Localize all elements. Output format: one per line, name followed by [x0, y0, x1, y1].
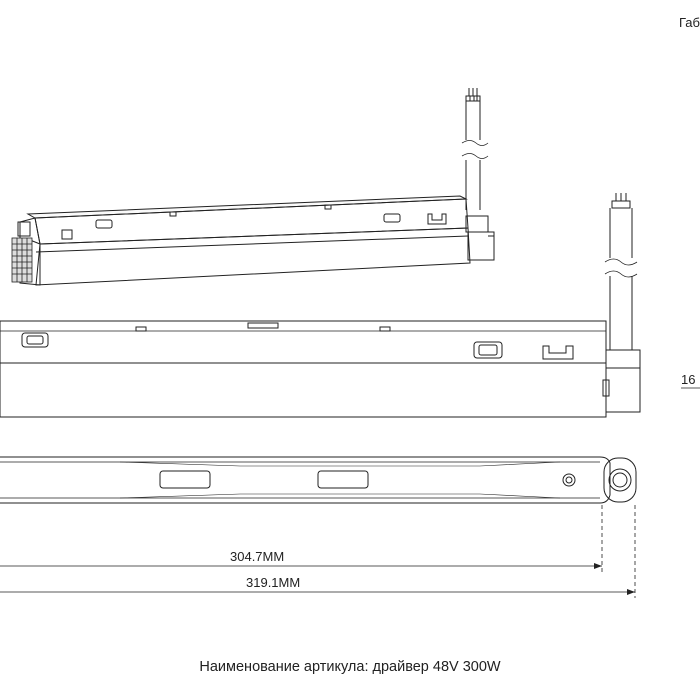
total-length-label: 319.1ММ	[246, 575, 301, 590]
side-view	[0, 193, 641, 418]
height-label: 16	[681, 372, 696, 387]
product-caption: Наименование артикула: драйвер 48V 300W	[199, 659, 501, 675]
top-view	[0, 456, 637, 504]
dimension-lines	[0, 387, 700, 598]
vent-grid	[11, 237, 33, 283]
inner-length-label: 304.7ММ	[230, 549, 285, 564]
isometric-view	[11, 88, 495, 286]
header-text: Габ	[679, 15, 700, 30]
